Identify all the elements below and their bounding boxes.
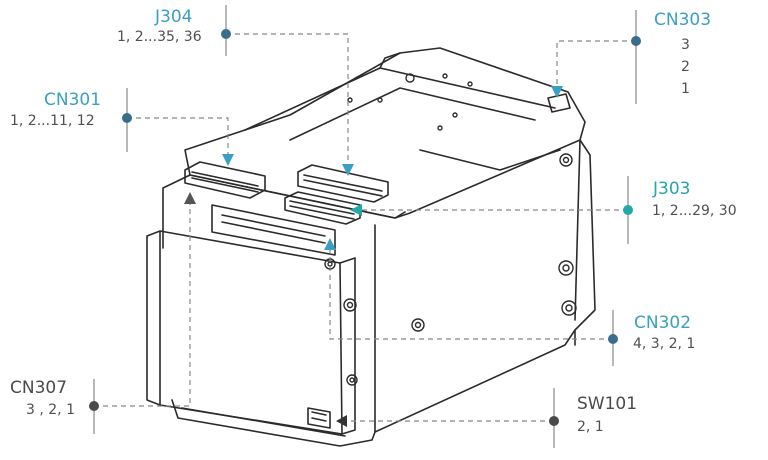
j304-arrow — [342, 164, 354, 176]
cn302-leader — [329, 248, 613, 340]
cn302-dot — [608, 334, 618, 344]
cn301-housing — [184, 161, 266, 199]
cn303-arrow — [551, 86, 563, 98]
j303-dot — [623, 205, 633, 215]
top-bracket — [244, 52, 556, 131]
j303-label: J303 — [653, 179, 691, 199]
j304-pins: 1, 2...35, 36 — [117, 29, 202, 45]
cn303-pin-2: 2 — [681, 59, 690, 75]
j304-label: J304 — [155, 7, 193, 27]
j303-arrow — [350, 204, 362, 216]
cn303-pin-1: 1 — [681, 81, 690, 97]
cn307-leader — [94, 200, 191, 407]
cn303-leader — [556, 40, 636, 90]
j304-housing — [297, 164, 389, 203]
cn307-label: CN307 — [10, 378, 68, 398]
sw101-arrow — [336, 415, 347, 427]
j304-dot — [221, 29, 231, 39]
cn301-dot — [122, 113, 132, 123]
cn301-label: CN301 — [44, 90, 102, 110]
j303-housing — [284, 191, 361, 225]
cn307-arrow — [184, 192, 196, 204]
cn303-housing — [547, 93, 571, 113]
sw101-pins: 2, 1 — [577, 419, 604, 435]
cn307-pins: 3 , 2, 1 — [26, 402, 75, 418]
sw101-label: SW101 — [577, 394, 638, 414]
cn301-arrow — [222, 154, 234, 166]
cn302-arrow — [324, 238, 336, 250]
cn303-dot — [631, 36, 641, 46]
sw101-switch — [307, 407, 331, 429]
bottom-lip — [171, 399, 376, 447]
j303-pins: 1, 2...29, 30 — [652, 203, 737, 219]
j304-leader — [226, 33, 349, 168]
cn303-label: CN303 — [654, 10, 712, 30]
cn301-pins: 1, 2...11, 12 — [10, 113, 95, 129]
right-side-wall — [374, 139, 596, 433]
front-cover — [146, 230, 356, 435]
cn307-dot — [89, 401, 99, 411]
sw101-dot — [549, 416, 559, 426]
cn302-label: CN302 — [634, 313, 692, 333]
cn303-pin-3: 3 — [681, 37, 690, 53]
cn301-leader — [127, 117, 229, 158]
front-face — [162, 174, 406, 433]
cn302-pins: 4, 3, 2, 1 — [633, 336, 696, 352]
top-plate — [184, 47, 586, 219]
